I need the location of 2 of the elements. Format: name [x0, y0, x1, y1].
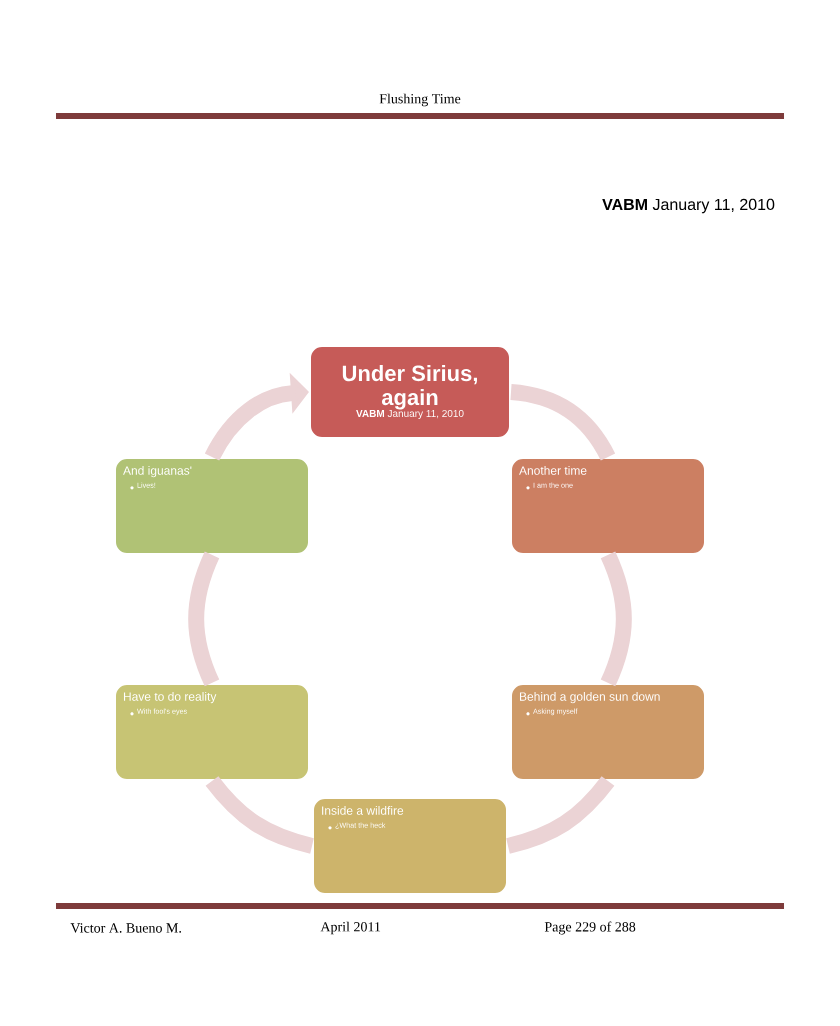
cycle-arrow [204, 372, 309, 461]
date-line: VABM January 11, 2010 [602, 198, 775, 214]
